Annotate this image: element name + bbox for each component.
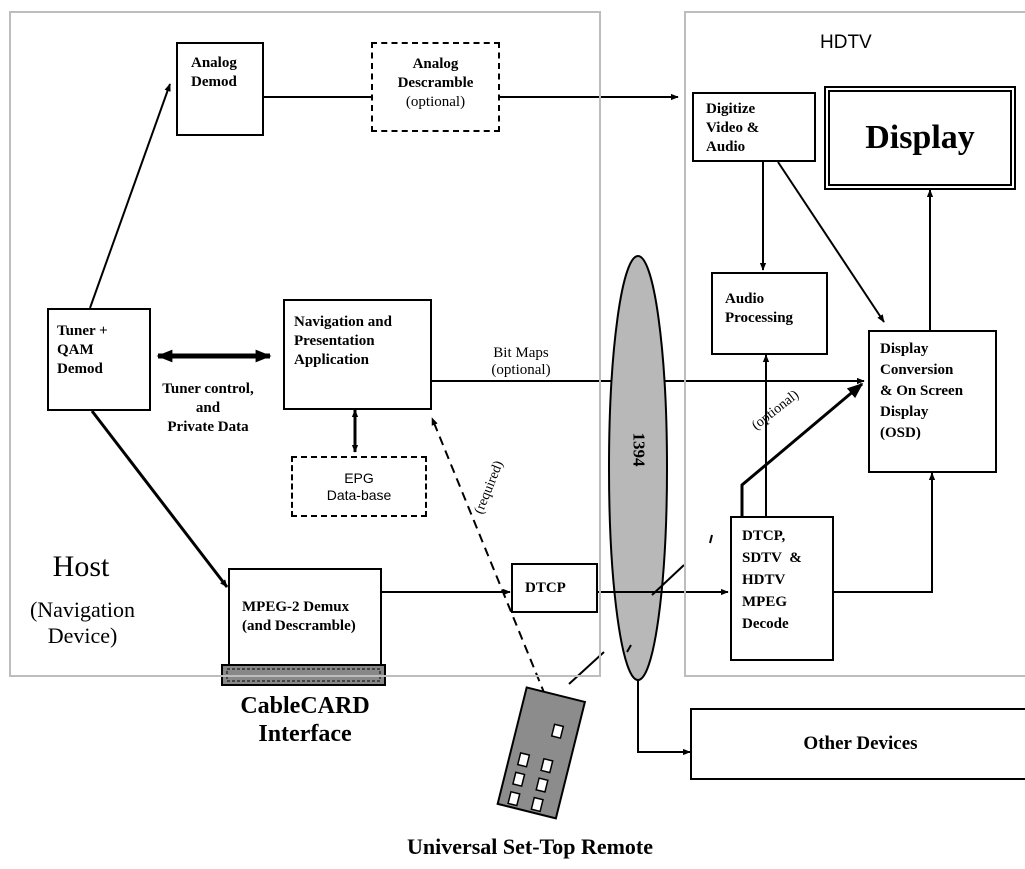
- wireless-dash-1: [709, 534, 713, 544]
- tuner-control-label: Tuner control, and Private Data: [162, 381, 254, 435]
- audio-processing-box: Audio Processing: [711, 272, 828, 355]
- navigation-application-box: Navigation and Presentation Application: [283, 299, 432, 410]
- wireless-dash-2: [651, 564, 685, 596]
- display-conversion-box: Display Conversion & On Screen Display (…: [868, 330, 997, 473]
- analog-descramble-box: Analog Descramble (optional): [371, 42, 500, 132]
- hdtv-title: HDTV: [820, 32, 872, 53]
- bus-1394-ellipse: [608, 255, 668, 681]
- digitize-box: Digitize Video & Audio: [692, 92, 816, 162]
- tuner-to-mpeg-demux-arrow: [90, 410, 229, 588]
- remote-label: Universal Set-Top Remote: [406, 834, 654, 859]
- remote-control-icon: [496, 686, 587, 820]
- other-devices-box: Other Devices: [690, 708, 1025, 780]
- mpeg-demux-box: MPEG-2 Demux (and Descramble): [228, 568, 382, 666]
- dtcp-decode-box: DTCP, SDTV & HDTV MPEG Decode: [730, 516, 834, 661]
- host-subtitle: (Navigation Device): [29, 597, 136, 648]
- wireless-dash-4: [568, 651, 605, 685]
- host-region: [9, 11, 601, 677]
- display-box: Display: [824, 86, 1016, 190]
- bus-1394-label: 1394: [629, 432, 649, 467]
- wireless-dash-3: [626, 644, 632, 653]
- decode-to-osd-optional-arrow: [740, 382, 864, 516]
- bus-to-other-devices-arrow: [637, 680, 691, 756]
- remote-required-dashed-arrow: [431, 417, 546, 696]
- decode-to-osd-arrow: [834, 472, 936, 593]
- host-title: Host: [52, 550, 110, 583]
- analog-demod-box: Analog Demod: [176, 42, 264, 136]
- tuner-to-analog-demod-arrow: [89, 83, 171, 309]
- bit-maps-label: Bit Maps (optional): [491, 345, 551, 378]
- dtcp-host-box: DTCP: [511, 563, 598, 613]
- hdtv-region: [684, 11, 1025, 677]
- epg-database-box: EPG Data-base: [291, 456, 427, 517]
- tuner-box: Tuner + QAM Demod: [47, 308, 151, 411]
- digitize-to-display-conversion-arrow: [777, 161, 885, 323]
- cablecard-label: CableCARD Interface: [240, 693, 370, 747]
